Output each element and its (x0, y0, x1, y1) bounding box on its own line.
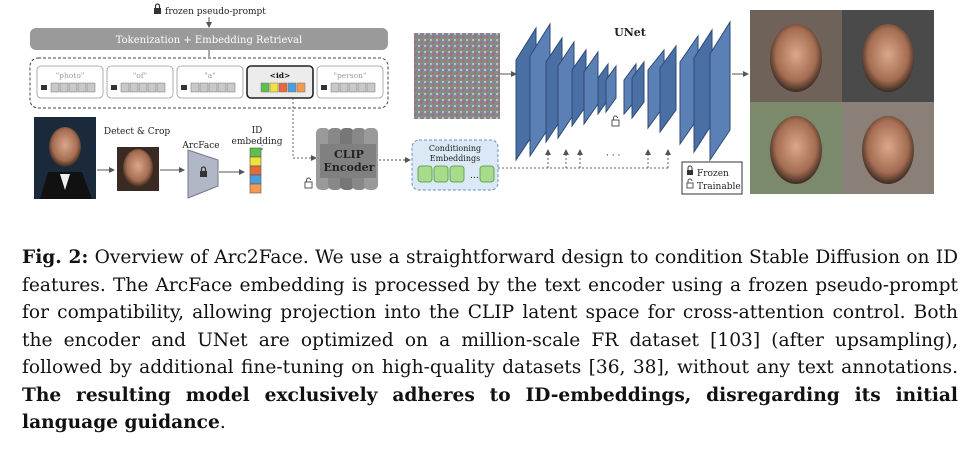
token-cell (120, 82, 130, 93)
token-cell (68, 82, 78, 93)
token-cell (77, 82, 87, 93)
id-embedding-cell (249, 183, 262, 194)
token-cell (190, 82, 200, 93)
token-2: "a" (176, 65, 244, 99)
cross-attention-arrows (545, 149, 671, 168)
token-cell (269, 82, 279, 93)
svg-text:…: … (470, 171, 479, 181)
lock-icon (111, 85, 117, 90)
unlock-icon (304, 177, 313, 189)
token-cell (278, 82, 288, 93)
token-0: "photo" (36, 65, 104, 99)
id-embedding-cell (249, 174, 262, 185)
tokenizer-label: Tokenization + Embedding Retrieval (116, 35, 302, 46)
legend-trainable: Trainable (697, 182, 741, 192)
token-label: "person" (334, 71, 367, 80)
clip-label-1: CLIP (334, 148, 364, 161)
token-cell (156, 82, 166, 93)
id-embedding-label-line2: embedding (232, 137, 283, 147)
clip-encoder: CLIP Encoder (316, 128, 378, 190)
id-embedding-cell (249, 147, 262, 158)
tokenizer-block (30, 28, 388, 50)
arc2face-diagram: frozen pseudo-prompt Tokenization + Embe… (29, 3, 934, 199)
id-embedding-vector (249, 147, 262, 194)
token-cell (339, 82, 349, 93)
unlock-icon (686, 178, 694, 189)
token-cell (366, 82, 376, 93)
frozen-prompt-header: frozen pseudo-prompt (154, 3, 266, 28)
lock-icon (154, 3, 161, 14)
lock-icon (200, 166, 207, 177)
token-4: "person" (316, 65, 384, 99)
token-label: "photo" (56, 71, 85, 80)
token-cell (330, 82, 340, 93)
lock-icon (181, 85, 187, 90)
output-faces (750, 10, 934, 194)
token-1: "of" (106, 65, 174, 99)
token-cell (50, 82, 60, 93)
unlock-icon (611, 115, 620, 127)
cond-cells: … (417, 165, 495, 183)
input-photo (34, 117, 96, 199)
id-embedding-cell (249, 165, 262, 176)
unet (515, 20, 731, 162)
caption-text: Overview of Arc2Face. We use a straightf… (22, 247, 959, 378)
detect-crop-label: Detect & Crop (104, 127, 170, 137)
token-cell (217, 82, 227, 93)
cropped-face (117, 147, 159, 191)
caption-end: . (219, 412, 226, 433)
frozen-prompt-label: frozen pseudo-prompt (165, 7, 266, 17)
id-embedding-cell (249, 156, 262, 167)
token-container (29, 57, 389, 109)
token-cell (357, 82, 367, 93)
unet-label: UNet (614, 26, 647, 39)
lock-icon (41, 85, 47, 90)
cond-label-1: Conditioning (429, 144, 481, 153)
id-embedding-label-line1: ID (252, 126, 263, 136)
token-cell (129, 82, 139, 93)
token-cell (138, 82, 148, 93)
svg-text:· · ·: · · · (606, 151, 620, 161)
clip-label-2: Encoder (324, 161, 375, 174)
token-label: "of" (133, 71, 147, 80)
lock-icon (687, 165, 693, 175)
token-cell (86, 82, 96, 93)
caption-bold-text: The resulting model exclusively adheres … (22, 384, 958, 434)
lock-icon (321, 85, 327, 90)
cond-label-2: Embeddings (430, 154, 480, 163)
token-cell (59, 82, 69, 93)
noise-image (414, 33, 500, 119)
figure-label: Fig. 2: (22, 247, 89, 268)
token-cell (287, 82, 297, 93)
figure-caption: Fig. 2: Overview of Arc2Face. We use a s… (22, 244, 958, 437)
token-cell (348, 82, 358, 93)
token-cell (199, 82, 209, 93)
legend-frozen: Frozen (697, 169, 729, 179)
token-cell (208, 82, 218, 93)
arcface-label: ArcFace (181, 141, 219, 151)
token-label: <id> (270, 71, 291, 80)
token-3: <id> (246, 65, 314, 99)
token-cell (260, 82, 270, 93)
token-cell (147, 82, 157, 93)
token-cell (296, 82, 306, 93)
token-label: "a" (204, 71, 215, 80)
token-cell (226, 82, 236, 93)
